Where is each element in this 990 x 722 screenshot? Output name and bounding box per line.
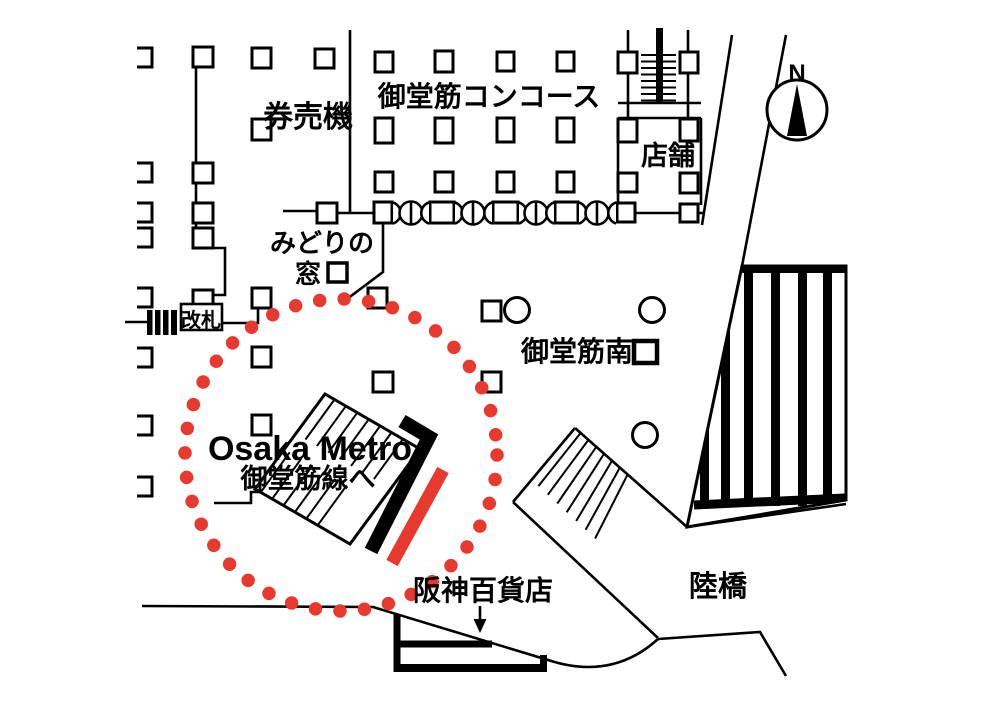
midori-window-label-line1: みどりの [270, 228, 374, 258]
south-stairway [512, 427, 688, 639]
stair-treads [537, 432, 629, 539]
boundary-diagonal-right [740, 34, 788, 267]
edge-pillars [137, 46, 154, 498]
escalator-bar-icon [656, 28, 663, 104]
pillar [616, 171, 639, 194]
metro-stairway [214, 392, 449, 567]
pillar [616, 117, 639, 144]
gate-bar-icon [155, 310, 161, 335]
pillar [250, 286, 273, 310]
osaka-metro-label: Osaka Metro [208, 430, 412, 468]
midosuji-line-label: 御堂筋線へ [240, 463, 376, 494]
pillar [495, 170, 516, 194]
overpass-stairs [685, 264, 848, 529]
pillar [555, 170, 576, 194]
compass-north-label: N [788, 60, 805, 87]
stair-treads-upper [304, 398, 404, 480]
stair-wall-band [364, 414, 439, 555]
highlighted-route-stripe [386, 466, 449, 567]
highlight-dotted-circle [178, 292, 504, 618]
north-needle-icon [787, 84, 807, 136]
overpass-outline [685, 264, 848, 529]
gate-bar-icon [147, 310, 153, 335]
concourse-label: 御堂筋コンコース [377, 80, 601, 112]
gate-pillar [372, 200, 394, 225]
gate-bar-icon [171, 310, 177, 335]
pillar [433, 170, 455, 194]
gate-flaps-icons [392, 200, 617, 226]
gate-pillar [428, 200, 456, 225]
round-pillar [503, 296, 531, 324]
pointer-arrow-icon [473, 606, 487, 633]
kaisatsu-gates [147, 302, 224, 335]
pillar [191, 226, 215, 250]
gate-pillar [678, 202, 700, 224]
pillar [250, 46, 273, 70]
pillar [495, 50, 516, 73]
boundary-diagonal-left [700, 34, 734, 226]
pillar [678, 50, 700, 75]
pillar [495, 116, 516, 144]
pillar [433, 116, 455, 145]
compass-rose: N [765, 60, 829, 142]
south-gate-label: 御堂筋南 [520, 335, 633, 367]
midori-booth-wall [342, 224, 385, 304]
half-pillar [137, 286, 154, 309]
pillar [313, 47, 336, 70]
round-pillar [631, 421, 659, 449]
pillar [191, 161, 215, 185]
gate-pillar [615, 201, 637, 224]
kaisatsu-label: 改札 [181, 308, 221, 332]
kuchi-square-glyph [326, 261, 349, 284]
gate-pillar [491, 200, 520, 225]
gate-pillar [315, 201, 339, 225]
pillar [433, 49, 455, 74]
half-pillar [137, 226, 154, 249]
ticket-gate-row [315, 200, 700, 226]
half-pillar [137, 46, 154, 69]
stairwell-outline [252, 392, 423, 546]
kaisatsu-right-line [222, 308, 260, 325]
round-pillar [638, 296, 666, 324]
hanshin-dept-label: 阪神百貨店 [413, 574, 553, 606]
gate-pillar [553, 200, 580, 225]
pillar [616, 50, 639, 75]
pillar [678, 171, 700, 195]
pillar [555, 50, 576, 73]
stair-treads-lower [259, 451, 348, 526]
hanshin-building [393, 606, 547, 672]
shops-label: 店舗 [641, 141, 695, 171]
half-pillar [137, 346, 154, 369]
pillar [480, 299, 503, 323]
overpass-wedge-line [686, 502, 847, 529]
pillar [250, 345, 273, 369]
pillar [373, 170, 395, 194]
half-pillar [137, 161, 154, 184]
half-pillar [137, 201, 154, 224]
walkway-right-boundary [657, 630, 788, 677]
gate-bar-icon [163, 310, 169, 335]
half-pillar [137, 414, 154, 437]
pillar [250, 117, 273, 142]
overpass-label: 陸橋 [689, 570, 748, 603]
map-labels: 券売機 御堂筋コンコース 店舗 みどりの 窓 改札 御堂筋南 Osaka Met… [181, 80, 748, 606]
pillar [371, 370, 395, 394]
pillar [555, 116, 576, 144]
pillar [191, 201, 215, 225]
kuchi-square-glyph [631, 338, 660, 366]
walkway-bottom-boundary [141, 604, 659, 669]
pillar [250, 413, 273, 437]
pillar [373, 116, 395, 145]
kaisatsu-label-box [179, 302, 224, 332]
pillar [191, 45, 215, 69]
ticket-machines-label: 券売機 [263, 101, 353, 134]
pillar [678, 117, 700, 143]
pillar [373, 50, 395, 74]
stair-step-outline [214, 490, 262, 505]
round-pillars [503, 296, 666, 449]
midori-window-label-line2: 窓 [295, 259, 321, 289]
half-pillar [137, 475, 154, 498]
